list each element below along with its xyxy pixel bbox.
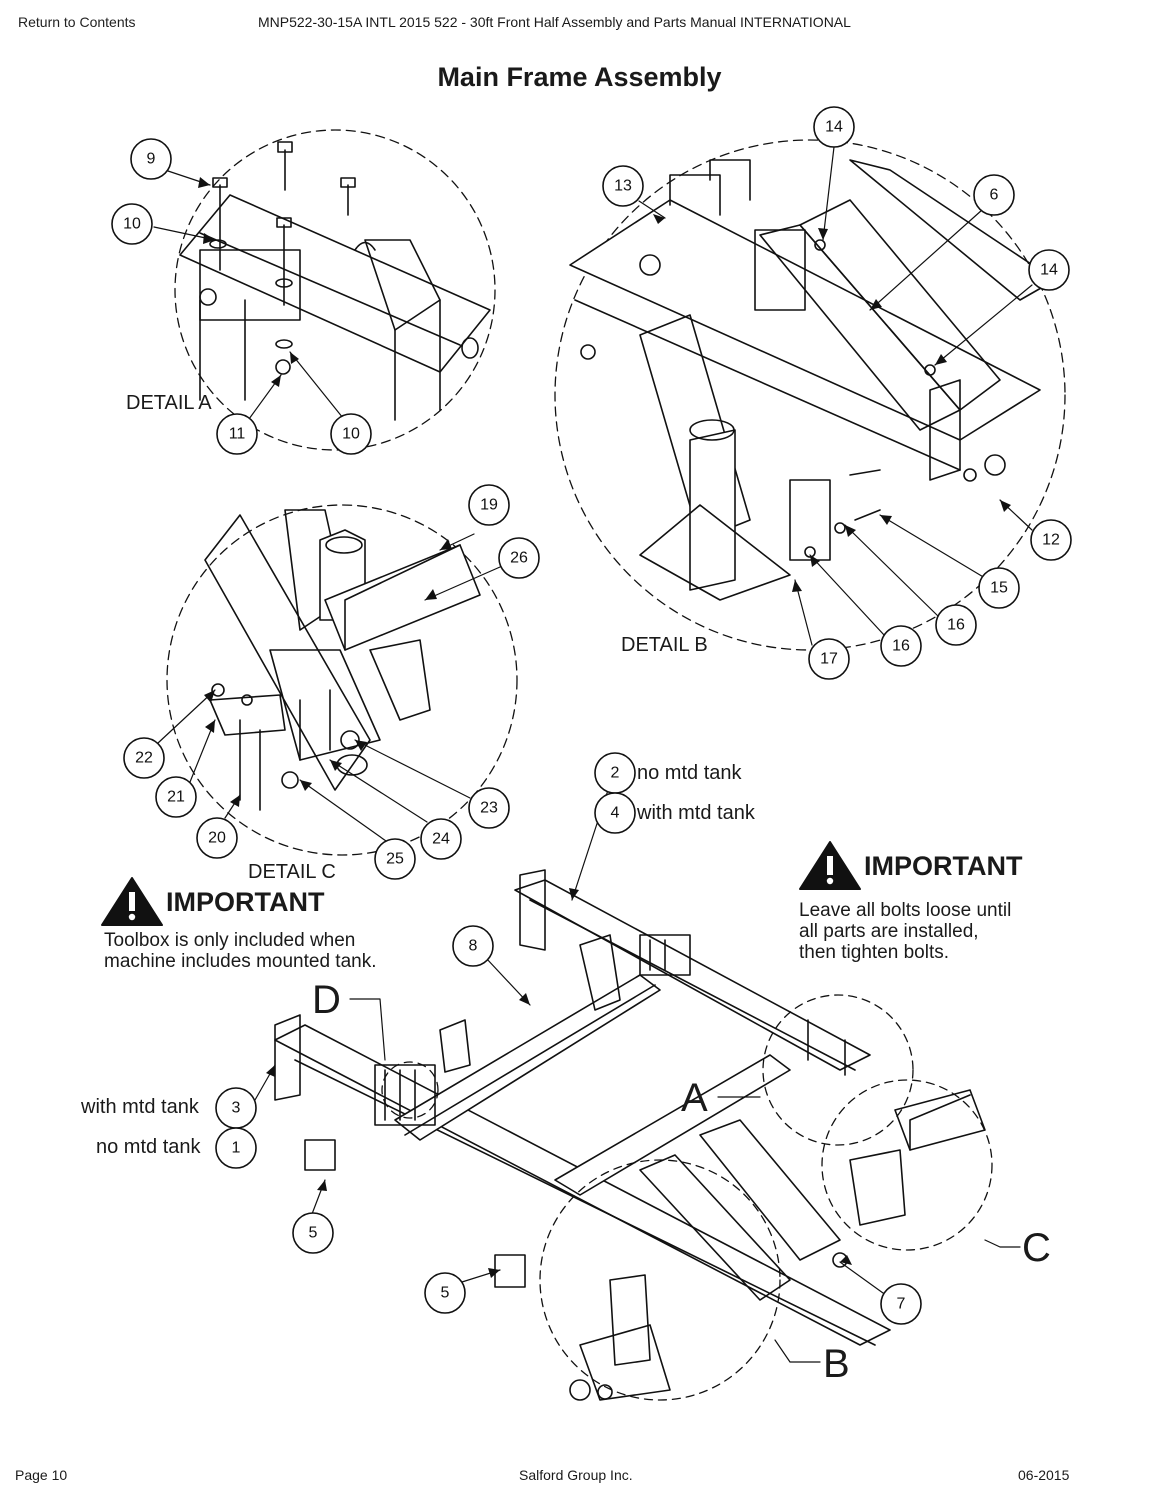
callout-balloon: 6 xyxy=(973,174,1015,216)
svg-text:5: 5 xyxy=(441,1285,450,1302)
svg-text:19: 19 xyxy=(480,497,498,514)
callout-balloon: 7 xyxy=(880,1283,922,1325)
callout-balloon: 9 xyxy=(130,138,172,180)
svg-text:17: 17 xyxy=(820,651,838,668)
note-line: then tighten bolts. xyxy=(799,942,949,963)
svg-text:3: 3 xyxy=(232,1100,241,1117)
svg-text:16: 16 xyxy=(947,617,965,634)
svg-text:24: 24 xyxy=(432,831,450,848)
svg-text:26: 26 xyxy=(510,550,528,567)
svg-text:16: 16 xyxy=(892,638,910,655)
warning-icon xyxy=(101,877,163,926)
svg-text:4: 4 xyxy=(611,805,620,822)
callout-balloon: 5 xyxy=(292,1212,334,1254)
callout-balloon: 20 xyxy=(196,817,238,859)
company-name: Salford Group Inc. xyxy=(519,1467,633,1483)
callout-balloon: 22 xyxy=(123,737,165,779)
callout-balloon: 2 xyxy=(594,752,636,794)
callout-balloon: 16 xyxy=(935,604,977,646)
detail-letter-d: D xyxy=(312,978,341,1022)
detail-letter-c: C xyxy=(1022,1226,1051,1270)
detail-letter-a: A xyxy=(681,1076,708,1120)
callout-balloon: 1 xyxy=(215,1127,257,1169)
svg-text:22: 22 xyxy=(135,750,153,767)
page-title: Main Frame Assembly xyxy=(437,62,722,92)
svg-text:15: 15 xyxy=(990,580,1008,597)
detail-letter-leaders xyxy=(349,998,1021,1363)
page-number: Page 10 xyxy=(15,1467,68,1483)
detail-a-drawing xyxy=(174,129,496,451)
return-to-contents-link[interactable]: Return to Contents xyxy=(18,14,136,30)
callout-balloon: 21 xyxy=(155,776,197,818)
callout-balloon: 14 xyxy=(1028,249,1070,291)
no-mtd-tank-label: no mtd tank xyxy=(96,1136,201,1158)
detail-letter-b: B xyxy=(823,1342,850,1386)
document-title: MNP522-30-15A INTL 2015 522 - 30ft Front… xyxy=(258,14,851,30)
with-mtd-tank-label: with mtd tank xyxy=(637,802,755,824)
note-line: all parts are installed, xyxy=(799,921,979,942)
svg-text:21: 21 xyxy=(167,789,185,806)
detail-b-drawing xyxy=(554,139,1066,651)
callout-balloon: 5 xyxy=(424,1272,466,1314)
svg-text:20: 20 xyxy=(208,830,226,847)
callout-balloon: 8 xyxy=(452,925,494,967)
detail-c-drawing xyxy=(166,504,518,856)
with-mtd-tank-label: with mtd tank xyxy=(81,1096,199,1118)
detail-callout-circles xyxy=(381,994,993,1401)
svg-text:7: 7 xyxy=(897,1296,906,1313)
callout-balloon: 24 xyxy=(420,818,462,860)
note-line: machine includes mounted tank. xyxy=(104,951,377,972)
important-note-toolbox: Toolbox is only included when machine in… xyxy=(104,930,377,972)
callout-balloon: 25 xyxy=(374,838,416,880)
revision-date: 06-2015 xyxy=(1018,1467,1070,1483)
svg-text:14: 14 xyxy=(1040,262,1058,279)
detail-b-label: DETAIL B xyxy=(621,634,708,656)
callout-balloon: 17 xyxy=(808,638,850,680)
callout-balloon: 19 xyxy=(468,484,510,526)
callout-balloon: 10 xyxy=(111,203,153,245)
callout-balloon: 12 xyxy=(1030,519,1072,561)
svg-text:23: 23 xyxy=(480,800,498,817)
callout-balloon: 14 xyxy=(813,106,855,148)
svg-text:10: 10 xyxy=(342,426,360,443)
callout-balloon: 26 xyxy=(498,537,540,579)
leader-arrowheads xyxy=(198,177,1011,1278)
detail-c-label: DETAIL C xyxy=(248,861,336,883)
warning-icon xyxy=(799,841,861,890)
svg-text:10: 10 xyxy=(123,216,141,233)
svg-text:11: 11 xyxy=(229,426,246,443)
svg-text:12: 12 xyxy=(1042,532,1060,549)
important-note-bolts: Leave all bolts loose until all parts ar… xyxy=(799,900,1011,963)
callout-balloon: 23 xyxy=(468,787,510,829)
callout-balloon: 10 xyxy=(330,413,372,455)
main-frame-drawing xyxy=(274,869,986,1401)
svg-text:14: 14 xyxy=(825,119,843,136)
detail-a-label: DETAIL A xyxy=(126,392,212,414)
svg-text:13: 13 xyxy=(614,178,632,195)
callout-balloon: 3 xyxy=(215,1087,257,1129)
svg-text:2: 2 xyxy=(611,765,620,782)
svg-text:6: 6 xyxy=(990,187,999,204)
svg-text:25: 25 xyxy=(386,851,404,868)
callout-balloon: 13 xyxy=(602,165,644,207)
callout-balloon: 4 xyxy=(594,792,636,834)
svg-text:5: 5 xyxy=(309,1225,318,1242)
svg-text:1: 1 xyxy=(232,1140,241,1157)
note-line: Leave all bolts loose until xyxy=(799,900,1012,921)
no-mtd-tank-label: no mtd tank xyxy=(637,762,742,784)
svg-text:9: 9 xyxy=(147,151,156,168)
important-heading: IMPORTANT xyxy=(864,851,1023,881)
important-heading: IMPORTANT xyxy=(166,887,325,917)
svg-text:8: 8 xyxy=(469,938,478,955)
callout-balloon: 16 xyxy=(880,625,922,667)
callout-balloon: 11 xyxy=(216,413,258,455)
note-line: Toolbox is only included when xyxy=(104,930,356,951)
callout-balloon: 15 xyxy=(978,567,1020,609)
